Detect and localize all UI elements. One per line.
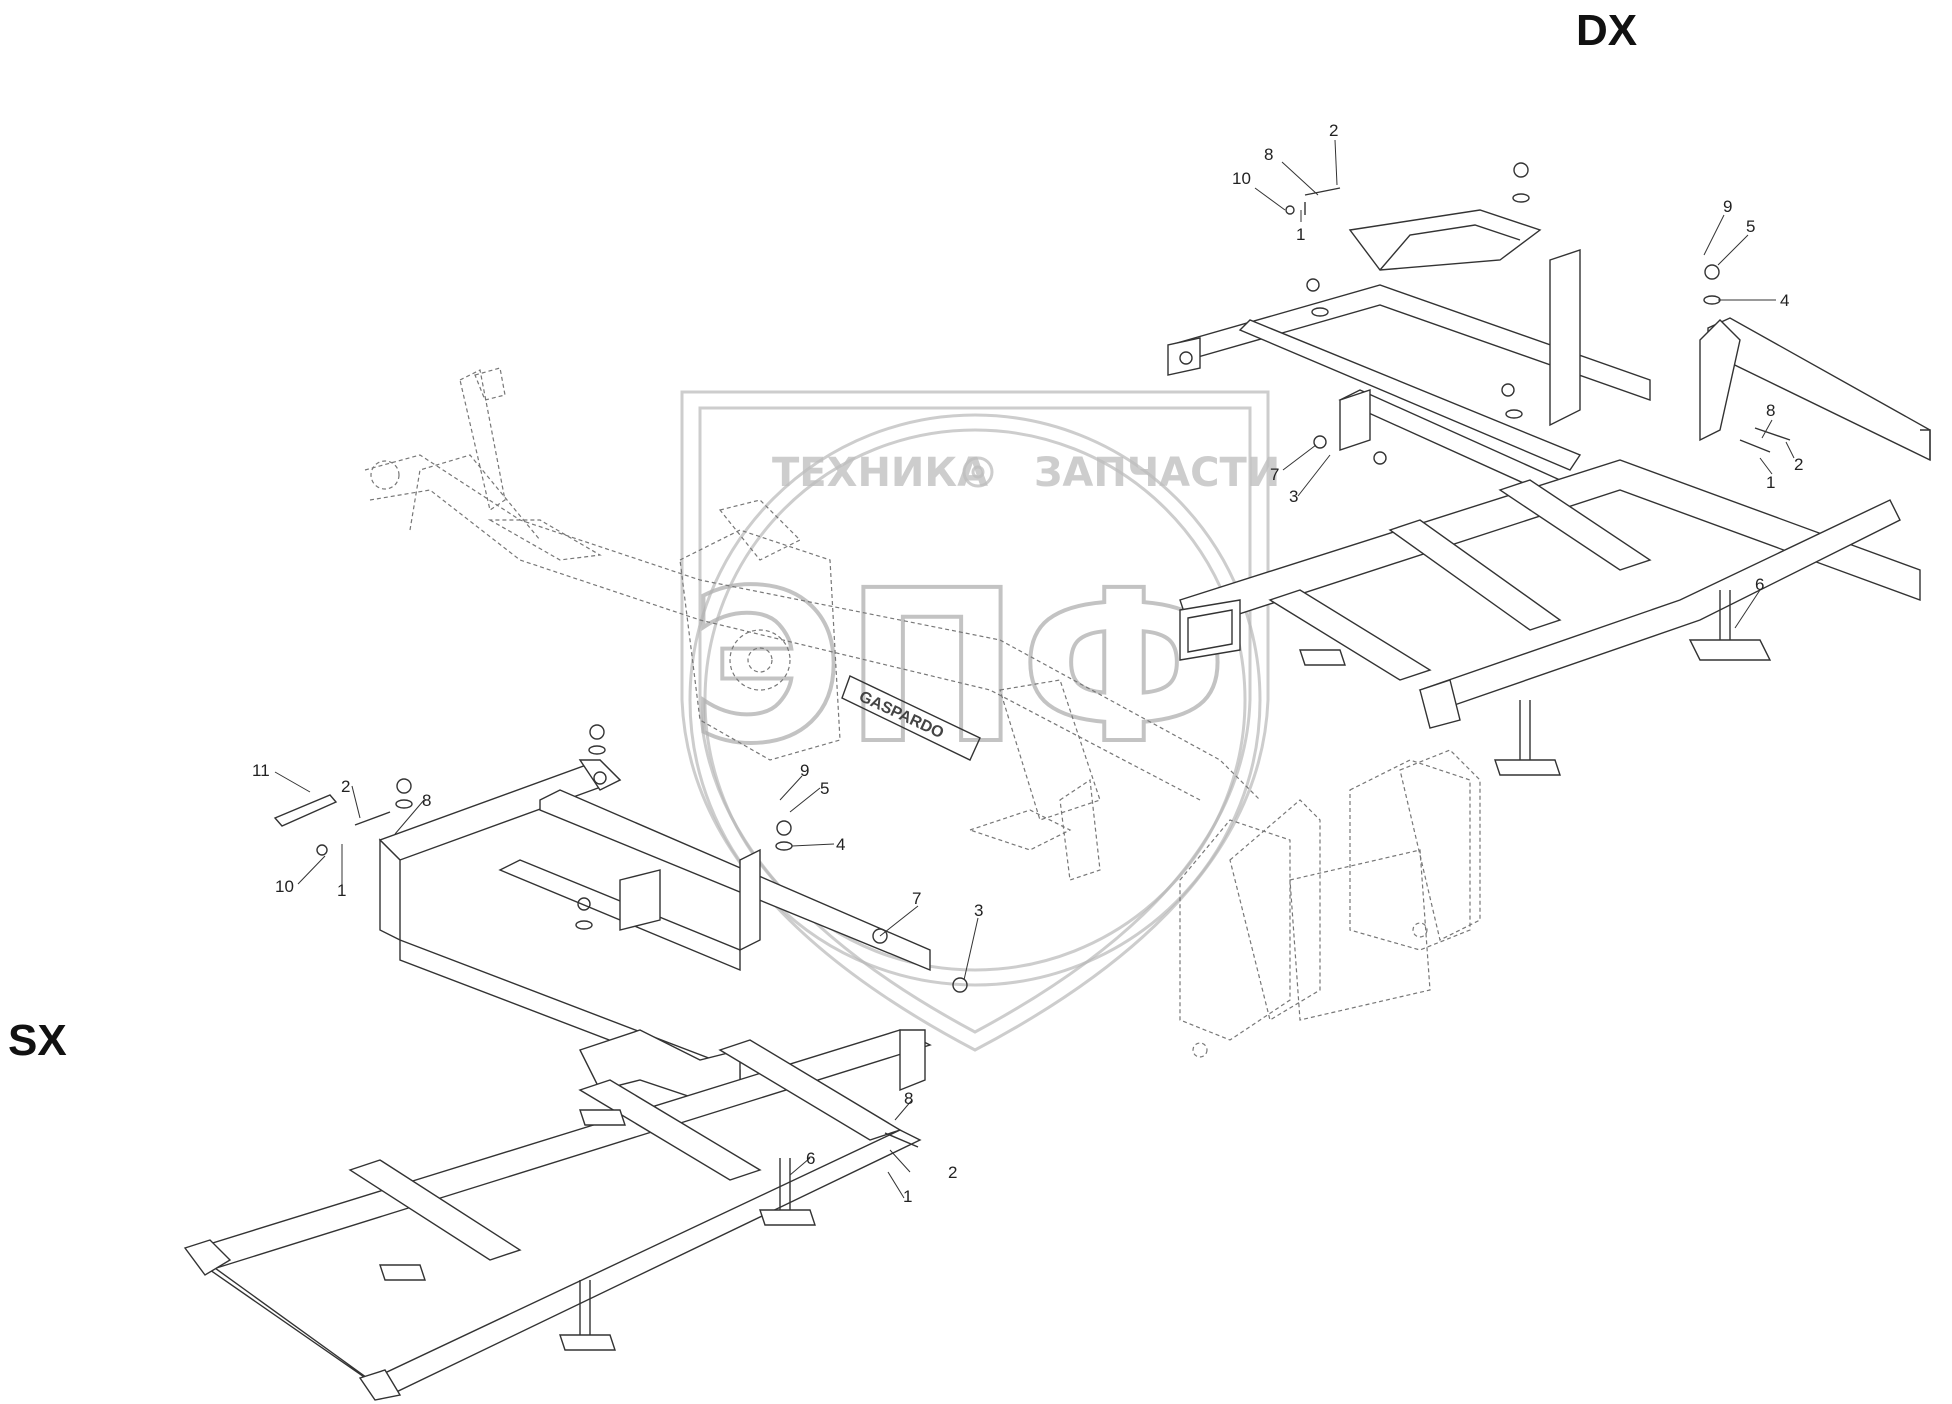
- watermark-left-word: ТЕХНИКА: [772, 450, 988, 496]
- callout: 10: [1232, 169, 1251, 188]
- watermark-right-word: ЗАПЧАСТИ: [1034, 450, 1280, 496]
- callout: 7: [1270, 465, 1279, 484]
- callout: 5: [820, 779, 829, 798]
- dx-callouts: 2 8 10 1 9 5 4 8 2 1 7 3 6: [1232, 121, 1803, 594]
- callout: 8: [1766, 401, 1775, 420]
- callout: 3: [974, 901, 983, 920]
- callout: 3: [1289, 487, 1298, 506]
- callout: 2: [1329, 121, 1338, 140]
- callout: 9: [1723, 197, 1732, 216]
- dx-frame: [1167, 162, 1931, 776]
- callout: 2: [341, 777, 350, 796]
- callout: 6: [806, 1149, 815, 1168]
- sx-frame: [183, 724, 968, 1401]
- callout: 10: [275, 877, 294, 896]
- callout: 2: [1794, 455, 1803, 474]
- callout: 1: [1766, 473, 1775, 492]
- sx-callouts: 11 2 8 10 1 9 5 4 7 3 8 6 1 2: [252, 761, 983, 1206]
- callout: 8: [1264, 145, 1273, 164]
- mount-plates: [1179, 749, 1481, 1058]
- left-side-label: SX: [8, 1016, 67, 1065]
- callout: 7: [912, 889, 921, 908]
- callout: 4: [1780, 291, 1789, 310]
- callout: 8: [422, 791, 431, 810]
- callout: 9: [800, 761, 809, 780]
- callout: 8: [904, 1089, 913, 1108]
- callout: 4: [836, 835, 845, 854]
- callout: 5: [1746, 217, 1755, 236]
- gear-icon: [962, 456, 994, 488]
- callout: 1: [337, 881, 346, 900]
- callout: 11: [252, 761, 270, 780]
- right-side-label: DX: [1576, 6, 1638, 55]
- callout: 1: [903, 1187, 912, 1206]
- callout: 1: [1296, 225, 1305, 244]
- leader-lines: [274, 139, 1795, 1199]
- watermark-logo-letters: ЭПФ: [690, 545, 1228, 790]
- watermark-shield: ТЕХНИКА ЗАПЧАСТИ ЭПФ: [680, 390, 1280, 1052]
- callout: 6: [1755, 575, 1764, 594]
- callout: 2: [948, 1163, 957, 1182]
